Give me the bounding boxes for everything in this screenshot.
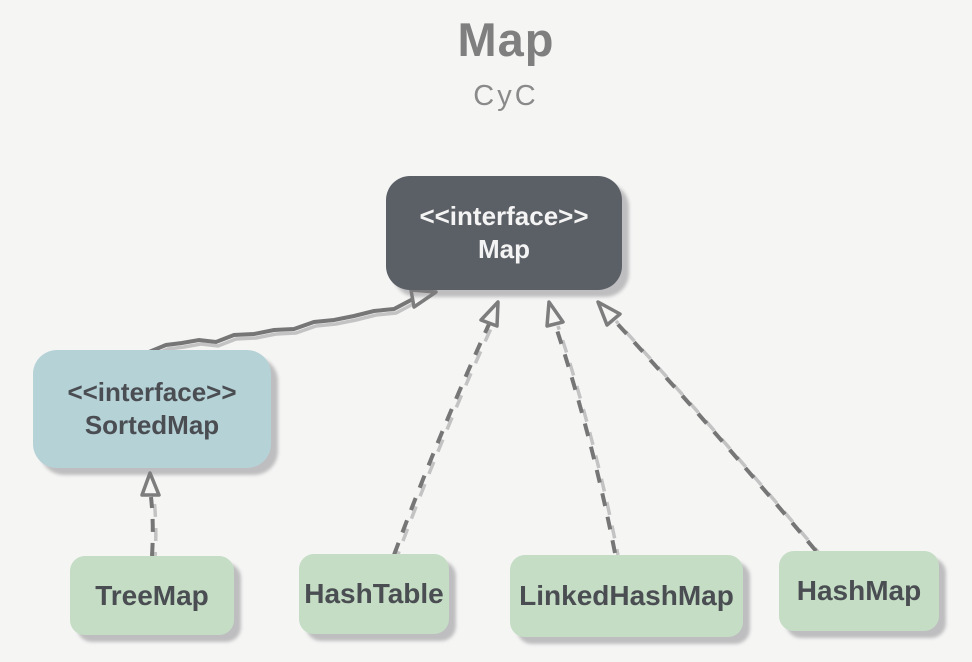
edge-hashmap-to-map <box>611 317 818 553</box>
arrowhead-treemap-to-sortedmap <box>140 471 161 497</box>
edge-hashtable-to-map-shadow <box>395 323 495 558</box>
node-hashtable: HashTable <box>299 554 449 634</box>
edge-treemap-to-sortedmap <box>149 496 155 557</box>
edge-linkedhashmap-to-map <box>553 323 617 554</box>
edge-sortedmap-to-map <box>148 297 414 354</box>
page-subtitle: CyC <box>473 80 539 112</box>
node-map-interface: <<interface>> Map <box>386 176 622 290</box>
edge-hashmap-to-map-shadow <box>614 319 821 555</box>
node-hashtable-label: HashTable <box>304 578 444 609</box>
edge-treemap-to-sortedmap-shadow <box>152 498 158 559</box>
edge-linkedhashmap-to-map-shadow <box>556 325 620 556</box>
node-linkedhashmap: LinkedHashMap <box>510 555 743 637</box>
node-sortedmap-stereotype: <<interface>> <box>67 377 237 407</box>
arrowhead-hashtable-to-map <box>479 300 500 328</box>
node-linkedhashmap-label: LinkedHashMap <box>519 580 734 611</box>
node-sortedmap-interface: <<interface>> SortedMap <box>33 350 271 468</box>
node-treemap-label: TreeMap <box>95 579 209 611</box>
edge-shadow-group <box>150 301 416 358</box>
arrowhead-sortedmap-to-map <box>409 288 438 309</box>
edge-dashed-shadow-group <box>152 319 821 559</box>
arrowhead-linkedhashmap-to-map <box>545 300 565 328</box>
node-treemap: TreeMap <box>70 556 234 635</box>
node-hashmap: HashMap <box>779 551 939 631</box>
edge-hashtable-to-map <box>392 321 492 556</box>
node-sortedmap-label: SortedMap <box>84 410 220 440</box>
edge-sortedmap-to-map-shadow <box>150 301 416 358</box>
node-map-stereotype: <<interface>> <box>419 201 589 231</box>
node-map-label: Map <box>478 234 530 264</box>
arrowhead-hashmap-to-map <box>596 300 622 327</box>
page-title: Map <box>457 13 555 66</box>
node-hashmap-label: HashMap <box>796 575 922 606</box>
